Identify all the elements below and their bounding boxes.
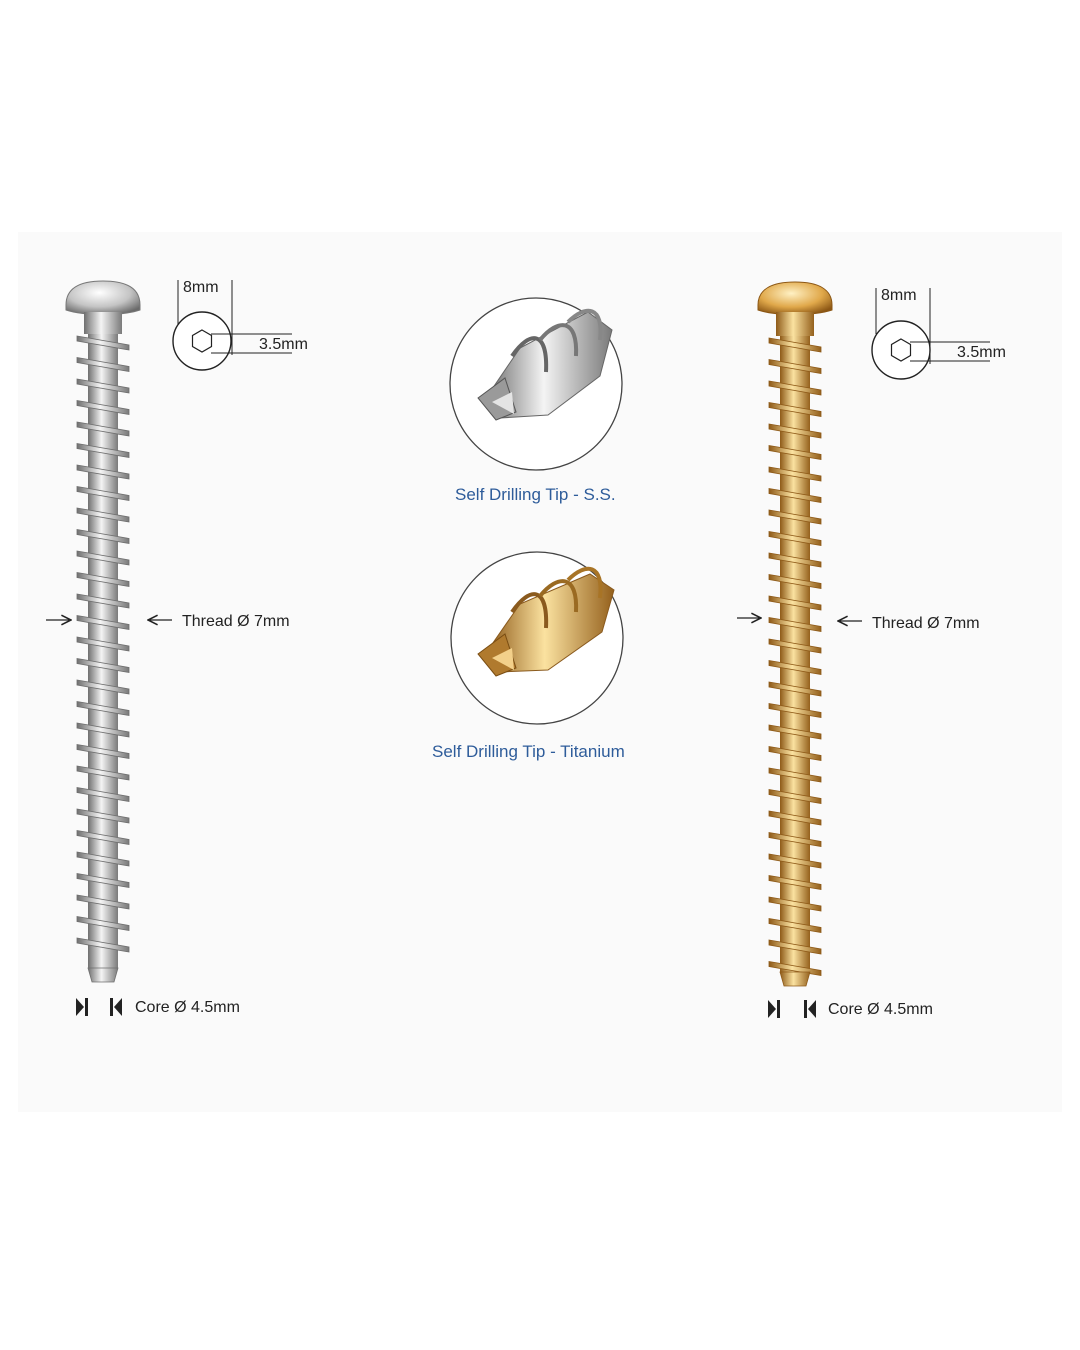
hex-socket-label: 3.5mm (957, 344, 1006, 361)
thread-crest (76, 937, 130, 953)
thread-crest (768, 531, 822, 546)
thread-crest (768, 466, 822, 482)
tip-detail-ti: Self Drilling Tip - Titanium (432, 551, 625, 761)
thread-crest (76, 787, 130, 802)
thread-crest (76, 443, 130, 458)
thread-crest (768, 509, 822, 525)
thread-crest (768, 402, 822, 417)
thread-crest (768, 359, 822, 374)
thread-crest (76, 808, 130, 824)
thread-crest (768, 595, 822, 611)
thread-crest (768, 767, 822, 783)
screw-ss-threads (76, 330, 130, 983)
thread-crest (76, 873, 130, 888)
screw-titanium (757, 281, 833, 987)
thread-crest (768, 617, 822, 632)
hex-socket-icon (191, 329, 213, 353)
thread-crest (76, 335, 130, 351)
thread-crest (768, 337, 822, 353)
screw-ti-neck (776, 312, 814, 336)
head-dimension-ss: 8mm 3.5mm (172, 279, 308, 371)
thread-crest (76, 529, 130, 544)
thread-crest (768, 939, 822, 955)
thread-crest (76, 894, 130, 910)
thread-crest (76, 378, 130, 394)
thread-callout-ti: Thread Ø 7mm (737, 615, 980, 632)
thread-crest (768, 681, 822, 697)
screw-stainless-steel (65, 280, 141, 983)
thread-diameter-label: Thread Ø 7mm (182, 613, 290, 630)
screw-ss-head (65, 280, 141, 315)
thread-crest (768, 660, 822, 675)
thread-crest (768, 488, 822, 503)
tip-detail-ss: Self Drilling Tip - S.S. (449, 297, 623, 504)
thread-crest (76, 464, 130, 480)
tip-ti-caption: Self Drilling Tip - Titanium (432, 742, 625, 761)
thread-crest (76, 507, 130, 523)
tip-ss-screw (477, 308, 613, 421)
thread-crest (76, 400, 130, 415)
screw-ss-neck (84, 312, 122, 334)
screw-tip (779, 971, 811, 987)
thread-crest (768, 423, 822, 439)
core-callout-ss: Core Ø 4.5mm (76, 998, 240, 1016)
head-top-view-ss (172, 311, 232, 371)
thread-crest (768, 918, 822, 933)
hex-socket-label: 3.5mm (259, 336, 308, 353)
screw-ti-threads (768, 332, 822, 987)
tip-ss-caption: Self Drilling Tip - S.S. (455, 485, 616, 504)
head-top-view-ti (871, 320, 931, 380)
thread-crest (76, 615, 130, 630)
core-bracket-icon (768, 1000, 816, 1018)
core-callout-ti: Core Ø 4.5mm (768, 1000, 933, 1018)
thread-crest (76, 830, 130, 845)
head-dimension-ti: 8mm 3.5mm (871, 287, 1006, 380)
thread-crest (768, 832, 822, 847)
thread-crest (768, 574, 822, 589)
screw-ti-head (757, 281, 833, 315)
thread-crest (76, 636, 130, 652)
hex-socket-icon (890, 338, 912, 362)
thread-diameter-label: Thread Ø 7mm (872, 615, 980, 632)
thread-crest (768, 703, 822, 718)
core-diameter-label: Core Ø 4.5mm (135, 999, 240, 1016)
thread-crest (76, 572, 130, 587)
thread-crest (76, 701, 130, 716)
thread-crest (768, 789, 822, 804)
head-diameter-label: 8mm (183, 279, 219, 296)
head-diameter-label: 8mm (881, 287, 917, 304)
screw-tip (87, 967, 119, 983)
thread-crest (76, 679, 130, 695)
thread-crest (768, 875, 822, 890)
thread-crest (768, 896, 822, 912)
thread-crest (768, 445, 822, 460)
thread-crest (768, 638, 822, 654)
thread-crest (76, 550, 130, 566)
core-bracket-icon (76, 998, 122, 1016)
thread-crest (76, 357, 130, 372)
thread-crest (76, 486, 130, 501)
tip-ti-screw (477, 566, 615, 677)
thread-crest (76, 658, 130, 673)
thread-crest (76, 593, 130, 609)
thread-crest (76, 765, 130, 781)
thread-crest (768, 810, 822, 826)
thread-crest (768, 746, 822, 761)
thread-crest (76, 916, 130, 931)
thread-crest (76, 722, 130, 738)
thread-callout-ss: Thread Ø 7mm (46, 613, 290, 630)
thread-crest (768, 380, 822, 396)
thread-crest (76, 744, 130, 759)
core-diameter-label: Core Ø 4.5mm (828, 1001, 933, 1018)
thread-crest (768, 853, 822, 869)
thread-crest (76, 851, 130, 867)
thread-crest (768, 724, 822, 740)
thread-crest (768, 552, 822, 568)
thread-crest (76, 421, 130, 437)
